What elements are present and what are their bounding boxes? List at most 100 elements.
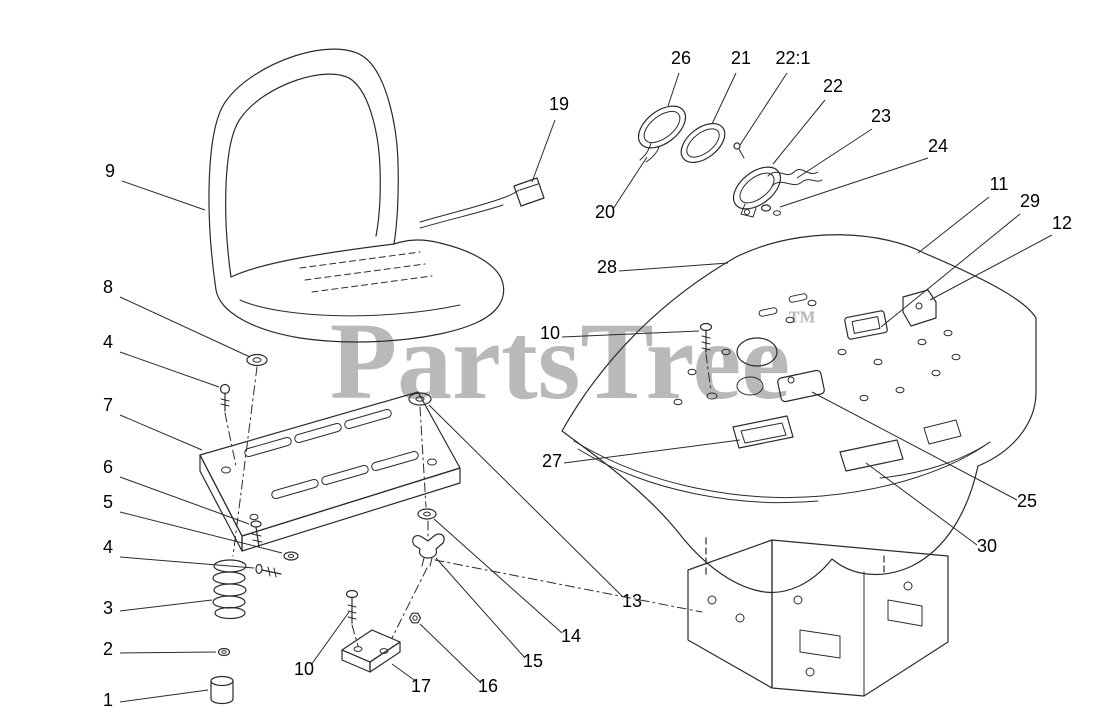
- lamp-lens-22: [732, 166, 782, 218]
- deck-opening: [736, 376, 764, 396]
- nut-16: [408, 612, 422, 624]
- mirror-stem-20: [639, 142, 660, 163]
- seat-stitch-line: [311, 275, 433, 293]
- callout-4-6: 4: [103, 537, 113, 557]
- leader-line-29-25: [880, 213, 1021, 328]
- leader-line-21-18: [711, 72, 737, 125]
- leader-line-1-9: [119, 689, 209, 703]
- assembly-axis: [391, 567, 428, 639]
- washer-14: [417, 508, 437, 520]
- washer-8: [246, 353, 268, 367]
- nut-24: [760, 204, 781, 216]
- callout-3-7: 3: [103, 598, 113, 618]
- callout-24-22: 24: [928, 136, 948, 156]
- bolt-6: [250, 520, 263, 548]
- callout-6-4: 6: [103, 457, 113, 477]
- leader-line-17-12: [391, 663, 418, 683]
- seat: [208, 48, 505, 343]
- callout-23-21: 23: [871, 106, 891, 126]
- leader-line-20-23: [612, 156, 648, 210]
- callout-13-16: 13: [622, 591, 642, 611]
- fender-right-slot: [923, 419, 962, 445]
- callout-25-30: 25: [1017, 491, 1037, 511]
- watermark-text: PartsTree: [330, 300, 790, 422]
- callout-12-26: 12: [1052, 213, 1072, 233]
- callout-20-23: 20: [595, 202, 615, 222]
- seat-wire: [419, 189, 520, 229]
- callout-22-20: 22: [823, 76, 843, 96]
- leader-line-16-13: [419, 623, 482, 684]
- bolt-10-left: [345, 589, 359, 624]
- leader-line-12-26: [929, 234, 1053, 301]
- seat-stitch-line: [299, 251, 421, 269]
- leader-line-4-2: [119, 351, 220, 388]
- assembly-axis: [351, 624, 359, 647]
- callout-10-28: 10: [540, 323, 560, 343]
- leader-line-14-15: [433, 518, 563, 634]
- callout-17-12: 17: [411, 676, 431, 696]
- callout-22:1-19: 22:1: [775, 48, 810, 68]
- callout-4-2: 4: [103, 332, 113, 352]
- seat-stitch-line: [304, 263, 426, 281]
- bolt-10-right: [699, 322, 718, 400]
- decal-30: [839, 439, 904, 472]
- callout-16-13: 16: [478, 676, 498, 696]
- spring-3: [212, 559, 247, 620]
- support-bracket: [687, 537, 949, 697]
- callout-27-29: 27: [542, 451, 562, 471]
- latch-plate-25: [777, 369, 825, 403]
- leader-line-26-17: [667, 72, 680, 107]
- callout-10-11: 10: [294, 659, 314, 679]
- callout-19-10: 19: [549, 94, 569, 114]
- assembly-axis: [434, 559, 703, 613]
- assembly-axis: [232, 366, 258, 557]
- bracket-17: [341, 629, 401, 673]
- leader-line-4-6: [119, 556, 255, 569]
- assembly-axis: [224, 412, 237, 467]
- callout-30-31: 30: [977, 536, 997, 556]
- leader-line-23-21: [796, 128, 873, 179]
- bushing-1: [210, 675, 234, 705]
- leader-line-11-24: [917, 196, 990, 254]
- backing-plate-21: [680, 122, 726, 164]
- screw-4-upper: [219, 383, 231, 412]
- callout-26-17: 26: [671, 48, 691, 68]
- callout-9-0: 9: [105, 161, 115, 181]
- callout-14-15: 14: [561, 626, 581, 646]
- leader-line-8-1: [119, 296, 251, 358]
- leader-line-19-10: [531, 119, 556, 183]
- leader-line-2-8: [119, 651, 217, 654]
- leader-line-10-11: [310, 611, 350, 666]
- leader-line-27-29: [563, 439, 741, 464]
- leader-line-15-14: [435, 557, 526, 659]
- callout-8-1: 8: [103, 277, 113, 297]
- bracket-29: [844, 310, 888, 340]
- callout-29-25: 29: [1020, 191, 1040, 211]
- callout-5-5: 5: [103, 492, 113, 512]
- wire-23: [767, 168, 823, 187]
- seat-plate: [199, 391, 461, 552]
- washer-5: [283, 551, 299, 561]
- callout-2-8: 2: [103, 639, 113, 659]
- leader-line-3-7: [119, 599, 213, 612]
- deck-holes: [673, 293, 961, 406]
- assembly-axis: [419, 406, 427, 508]
- wire-connector: [513, 177, 545, 207]
- seat-pivot-hole: [736, 337, 778, 367]
- washer-13: [408, 392, 432, 406]
- knob-15: [412, 533, 445, 567]
- callout-11-24: 11: [990, 174, 1009, 194]
- leader-line-10-28: [561, 330, 700, 338]
- callout-28-27: 28: [597, 257, 617, 277]
- leader-line-9-0: [121, 180, 206, 211]
- screw-22-1: [733, 142, 745, 159]
- callout-1-9: 1: [103, 690, 113, 710]
- leader-line-7-3: [119, 414, 203, 451]
- mirror-26: [637, 105, 687, 149]
- leader-line-5-5: [119, 511, 283, 554]
- leader-line-22:1-19: [739, 72, 788, 146]
- watermark-tm: ™: [788, 306, 816, 337]
- leader-line-6-4: [119, 476, 250, 525]
